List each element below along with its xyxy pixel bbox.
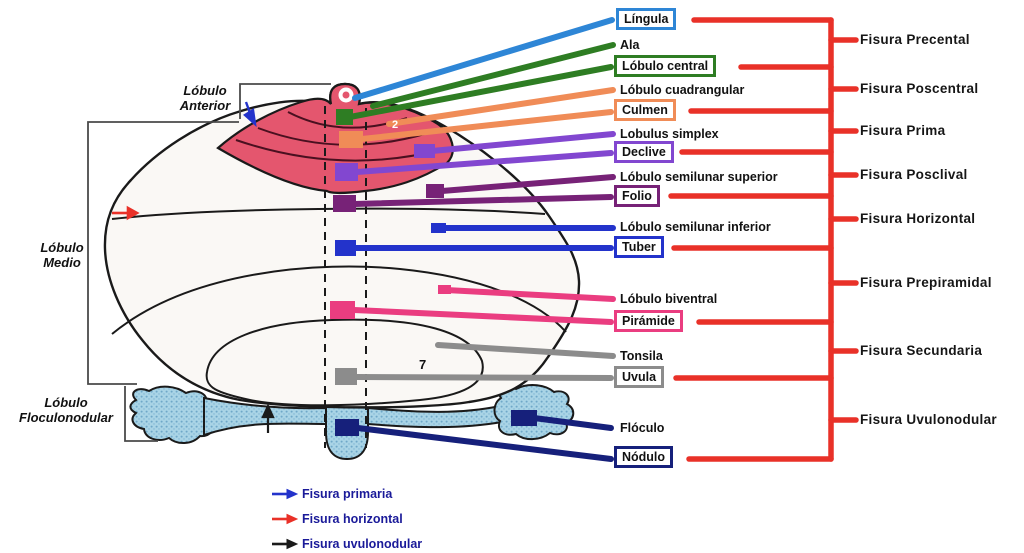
semilunar-inferior-square: [431, 223, 446, 233]
nodulo-square: [335, 419, 359, 436]
label-lobulo-central: Lóbulo central: [614, 55, 717, 77]
label-lobulo-semilunar-superior: Lóbulo semilunar superior: [620, 170, 778, 184]
legend-fisura-uvulonodular: Fisura uvulonodular: [302, 537, 423, 551]
uvula-number: 7: [419, 357, 427, 372]
label-piramide: Pirámide: [614, 310, 683, 332]
label-folio: Folio: [614, 185, 660, 207]
biventral-square: [438, 285, 451, 294]
label-nodulo: Nódulo: [614, 446, 674, 468]
label-tuber: Tuber: [614, 236, 664, 258]
label-lobulo-medio: Lóbulo Medio: [40, 240, 84, 270]
lingula-marker-core: [342, 91, 350, 99]
vermis-number: 2: [392, 119, 399, 131]
label-fisura-poscentral: Fisura Poscentral: [860, 81, 979, 96]
label-fisura-horizontal: Fisura Horizontal: [860, 211, 976, 226]
central-line: [347, 64, 614, 120]
legend-arrow-primaria: [272, 488, 299, 500]
declive-square: [335, 163, 358, 181]
label-fisura-uvulonodular: Fisura Uvulonodular: [860, 412, 997, 427]
middle-bracket: [87, 121, 239, 385]
left-flocculus: [129, 385, 216, 444]
label-fisura-precental: Fisura Precental: [860, 32, 970, 47]
horizontal-fissure-arrow: [112, 205, 140, 221]
site-squares: [330, 109, 537, 436]
simplex-line: [429, 131, 616, 154]
label-lobulo-biventral: Lóbulo biventral: [620, 292, 718, 306]
floculo-line: [531, 415, 614, 431]
declive-line: [354, 150, 614, 175]
anterior-bracket: [239, 83, 331, 119]
nodulo-line: [355, 425, 614, 462]
lobe-brackets: [87, 83, 331, 442]
lingula-line: [352, 17, 615, 101]
uvula-line: [353, 374, 614, 381]
label-fisura-posclival: Fisura Posclival: [860, 167, 968, 182]
label-declive: Declive: [614, 141, 674, 163]
culmen-line: [359, 109, 614, 142]
uvula-square: [335, 368, 357, 385]
legend-fisura-horizontal: Fisura horizontal: [302, 512, 403, 526]
horizontal-fissure-line: [111, 207, 546, 220]
cuadrangular-line: [386, 87, 616, 127]
label-tonsila: Tonsila: [620, 349, 663, 363]
folio-square: [333, 195, 356, 212]
label-fisura-secundaria: Fisura Secundaria: [860, 343, 983, 358]
label-fisura-prepiramidal: Fisura Prepiramidal: [860, 275, 992, 290]
piramide-square: [330, 301, 355, 319]
label-culmen: Culmen: [614, 99, 676, 121]
label-lobulo-semilunar-inferior: Lóbulo semilunar inferior: [620, 220, 771, 234]
label-floculo: Flóculo: [620, 421, 665, 435]
folio-line: [352, 194, 614, 207]
piramide-line: [351, 307, 614, 325]
label-lobulo-cuadrangular: Lóbulo cuadrangular: [620, 83, 745, 97]
ala-line: [370, 42, 616, 109]
vermis-dashed-lines: [324, 106, 367, 448]
biventral-line: [443, 287, 616, 302]
primary-fissure-arrow: [243, 101, 257, 128]
tonsila-line: [435, 342, 616, 359]
leader-lines: [347, 17, 616, 462]
semilunar-superior-line: [439, 174, 616, 194]
vestibular-band-right: [367, 404, 504, 429]
label-uvula: Uvula: [614, 366, 665, 388]
tuber-square: [335, 240, 356, 256]
label-lingula: Língula: [616, 8, 677, 30]
legend-arrow-uvulonodular: [272, 538, 299, 550]
prepyramidal-curve: [111, 265, 567, 335]
label-fisura-prima: Fisura Prima: [860, 123, 946, 138]
label-lobulo-floculonodular: Lóbulo Floculonodular: [19, 395, 113, 425]
central-square: [336, 109, 353, 125]
label-lobulus-simplex: Lobulus simplex: [620, 127, 719, 141]
legend-arrows: [272, 488, 299, 550]
fissure-bracket: [668, 17, 859, 462]
semilunar-superior-square: [426, 184, 444, 198]
flocculonodular-bracket: [124, 386, 158, 442]
floculo-square: [511, 410, 537, 426]
legend-fisura-primaria: Fisura primaria: [302, 487, 393, 501]
label-lobulo-anterior: Lóbulo Anterior: [179, 83, 231, 113]
culmen-square: [339, 131, 363, 148]
legend-arrow-horizontal: [272, 513, 299, 525]
simplex-square: [414, 144, 435, 158]
label-ala: Ala: [620, 38, 640, 52]
uvulonodular-arrow: [261, 403, 275, 433]
